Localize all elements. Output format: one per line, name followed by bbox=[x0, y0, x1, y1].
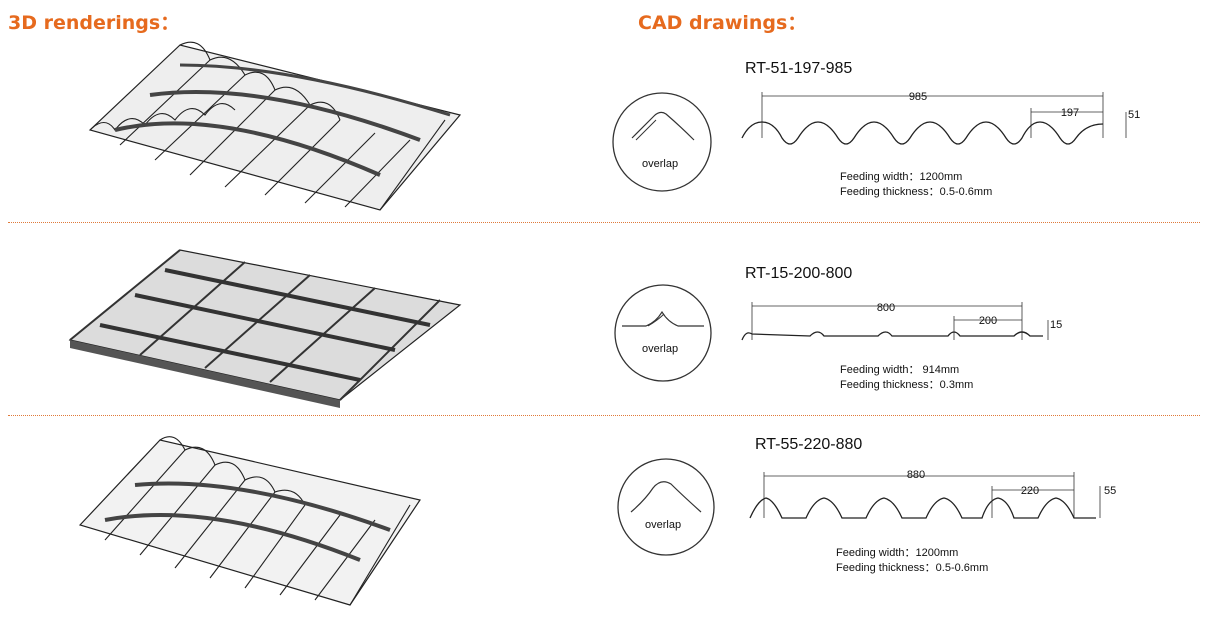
tile-rendering-2 bbox=[68, 249, 462, 408]
overlap-detail-3: overlap bbox=[617, 458, 715, 556]
profile-drawing-3: 880 220 55 bbox=[749, 470, 1116, 519]
overlap-label-2: overlap bbox=[642, 343, 678, 355]
pitch-dim-2: 200 bbox=[979, 315, 997, 327]
height-dim-3: 55 bbox=[1104, 485, 1116, 497]
spec-block-3: Feeding width：1200mm Feeding thickness：0… bbox=[836, 546, 988, 576]
feeding-thickness-3: Feeding thickness：0.5-0.6mm bbox=[836, 562, 989, 574]
height-dim-1: 51 bbox=[1128, 109, 1140, 121]
separator-2 bbox=[8, 415, 1200, 416]
overlap-detail-2: overlap bbox=[614, 284, 712, 382]
feeding-width-2: Feeding width： 914mm bbox=[840, 364, 960, 376]
overlap-detail-1: overlap bbox=[612, 92, 712, 192]
profile-code-2: RT-15-200-800 bbox=[745, 265, 853, 282]
height-dim-2: 15 bbox=[1050, 319, 1062, 331]
profile-drawing-2: 800 200 15 bbox=[741, 302, 1062, 341]
tile-rendering-3 bbox=[78, 436, 421, 606]
overlap-label-3: overlap bbox=[645, 519, 681, 531]
tile-rendering-1 bbox=[88, 41, 462, 211]
feeding-width-3: Feeding width：1200mm bbox=[836, 547, 959, 559]
total-dim-2: 800 bbox=[877, 302, 895, 314]
renderings-heading: 3D renderings： bbox=[8, 12, 180, 34]
spec-block-1: Feeding width：1200mm Feeding thickness：0… bbox=[840, 170, 992, 200]
separator-1 bbox=[8, 222, 1200, 223]
pitch-dim-1: 197 bbox=[1061, 107, 1079, 119]
profile-code-3: RT-55-220-880 bbox=[755, 436, 863, 453]
feeding-thickness-2: Feeding thickness：0.3mm bbox=[840, 379, 974, 391]
feeding-width-1: Feeding width：1200mm bbox=[840, 171, 963, 183]
feeding-thickness-1: Feeding thickness：0.5-0.6mm bbox=[840, 186, 993, 198]
overlap-label-1: overlap bbox=[642, 158, 678, 170]
pitch-dim-3: 220 bbox=[1021, 485, 1039, 497]
profile-code-1: RT-51-197-985 bbox=[745, 60, 853, 77]
total-dim-3: 880 bbox=[907, 470, 925, 481]
spec-block-2: Feeding width： 914mm Feeding thickness：0… bbox=[840, 363, 973, 393]
profile-drawing-1: 985 197 51 bbox=[741, 91, 1140, 145]
cad-heading: CAD drawings： bbox=[638, 12, 807, 34]
total-dim-1: 985 bbox=[909, 91, 927, 103]
